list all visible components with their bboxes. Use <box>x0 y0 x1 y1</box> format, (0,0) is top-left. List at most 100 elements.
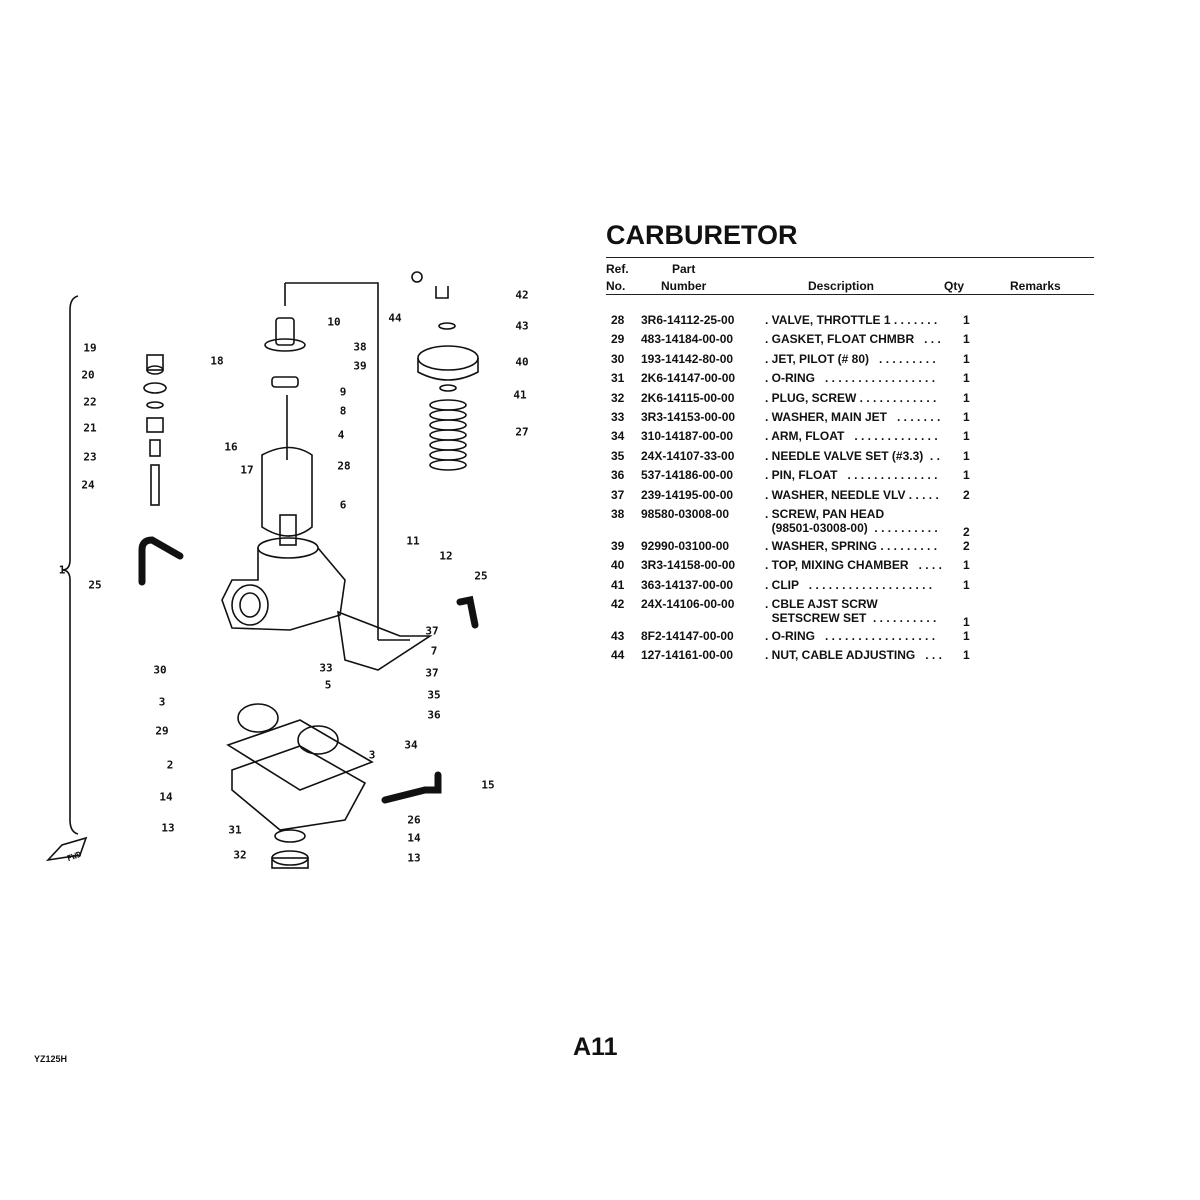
part-number: 537-14186-00-00 <box>641 468 734 483</box>
callout-23: 23 <box>83 450 97 464</box>
part-28-throttle-valve <box>261 446 313 537</box>
part-number: 98580-03008-00 <box>641 506 730 521</box>
callout-30: 30 <box>153 663 167 677</box>
callout-27: 27 <box>515 425 529 439</box>
ref-no: 34 <box>611 429 625 444</box>
table-row: 34 310-14187-00-00 . ARM, FLOAT . . . . . … <box>606 429 993 448</box>
callout-13: 13 <box>407 851 421 865</box>
callout-40: 40 <box>515 355 529 369</box>
quantity: 2 <box>963 538 970 553</box>
quantity: 1 <box>963 332 970 347</box>
callout-8: 8 <box>339 404 347 418</box>
ref-no: 30 <box>611 351 625 366</box>
quantity: 1 <box>963 577 970 592</box>
callout-29: 29 <box>155 724 169 738</box>
description: . VALVE, THROTTLE 1 . . . . . . . <box>765 313 938 327</box>
part-number: 24X-14106-00-00 <box>641 597 735 612</box>
ref-no: 38 <box>611 506 625 521</box>
callout-37: 37 <box>425 624 439 638</box>
callout-34: 34 <box>404 738 418 752</box>
callout-14: 14 <box>407 831 421 845</box>
part-number: 2K6-14115-00-00 <box>641 390 735 405</box>
description: . TOP, MIXING CHAMBER . . . . <box>765 558 942 573</box>
callout-15: 15 <box>481 778 495 792</box>
header-bottom-rule <box>606 294 1094 295</box>
part-27-spring <box>429 399 467 471</box>
description: . PLUG, SCREW . . . . . . . . . . . . <box>765 390 937 405</box>
carb-body <box>221 547 346 631</box>
callout-18: 18 <box>210 354 224 368</box>
ref-no: 40 <box>611 558 625 573</box>
part-number: 363-14137-00-00 <box>641 577 734 592</box>
quantity: 1 <box>963 313 970 327</box>
header-part-2: Number <box>661 279 707 293</box>
quantity: 1 <box>963 390 970 405</box>
callout-14: 14 <box>159 790 173 804</box>
callout-16: 16 <box>224 440 238 454</box>
callout-33: 33 <box>319 661 333 675</box>
callout-31: 31 <box>228 823 242 837</box>
ref-no: 33 <box>611 409 625 424</box>
quantity: 1 <box>963 371 970 386</box>
quantity: 1 <box>963 429 970 444</box>
callout-7: 7 <box>430 644 438 658</box>
callout-9: 9 <box>339 385 347 399</box>
callout-38: 38 <box>353 340 367 354</box>
callout-37: 37 <box>425 666 439 680</box>
callout-24: 24 <box>81 478 95 492</box>
callout-13: 13 <box>161 821 175 835</box>
callout-25: 25 <box>474 569 488 583</box>
part-23-spring <box>149 439 161 457</box>
part-20 <box>143 382 167 394</box>
header-ref-2: No. <box>606 279 626 293</box>
callout-20: 20 <box>81 368 95 382</box>
part-41-clip <box>439 384 457 392</box>
callout-1: 1 <box>58 563 66 577</box>
part-44-nut <box>411 271 423 283</box>
callout-41: 41 <box>513 388 527 402</box>
part-number: 193-14142-80-00 <box>641 351 734 366</box>
part-number: 8F2-14147-00-00 <box>641 629 734 644</box>
part-number: 3R3-14153-00-00 <box>641 409 736 424</box>
callout-28: 28 <box>337 459 351 473</box>
description: . ARM, FLOAT . . . . . . . . . . . . . <box>765 429 938 444</box>
callout-35: 35 <box>427 688 441 702</box>
part-10-cable-guide <box>264 338 306 352</box>
part-40-top <box>417 345 479 371</box>
part-2-float-chamber <box>231 745 367 831</box>
quantity: 2 <box>963 524 970 539</box>
callout-43: 43 <box>515 319 529 333</box>
description: . NEEDLE VALVE SET (#3.3) . . <box>765 448 940 463</box>
description: . O-RING . . . . . . . . . . . . . . . .… <box>765 629 936 644</box>
quantity: 1 <box>963 351 970 366</box>
part-number: 483-14184-00-00 <box>641 332 734 347</box>
part-31-oring <box>274 829 306 843</box>
part-number: 310-14187-00-00 <box>641 429 734 444</box>
callout-44: 44 <box>388 311 402 325</box>
ref-no: 43 <box>611 629 625 644</box>
header-top-rule <box>606 257 1094 258</box>
ref-no: 39 <box>611 538 625 553</box>
part-24 <box>150 464 160 506</box>
part-43-oring <box>438 322 456 330</box>
part-25-hose-right <box>456 595 479 629</box>
part-number: 127-14161-00-00 <box>641 648 734 663</box>
exploded-diagram <box>45 271 479 869</box>
ref-no: 31 <box>611 371 625 386</box>
callout-22: 22 <box>83 395 97 409</box>
callout-4: 4 <box>337 428 345 442</box>
quantity: 1 <box>963 558 970 573</box>
part-21 <box>146 417 164 433</box>
quantity: 1 <box>963 648 970 663</box>
quantity: 1 <box>963 468 970 483</box>
callout-21: 21 <box>83 421 97 435</box>
